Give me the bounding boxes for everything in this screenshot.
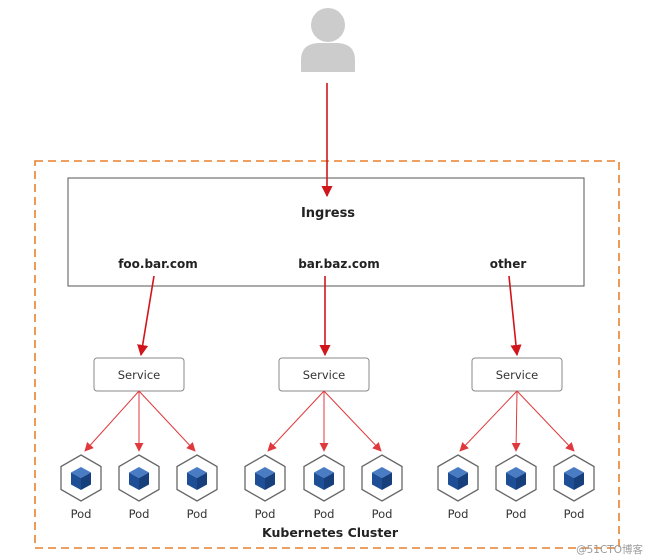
ingress-rule-foo-bar-com: foo.bar.com	[118, 257, 198, 271]
pod-cube-icon	[244, 454, 286, 502]
pod-2-3: Pod	[361, 454, 403, 521]
pod-cube-icon	[118, 454, 160, 502]
pod-label: Pod	[372, 507, 393, 521]
pod-label: Pod	[187, 507, 208, 521]
service-2-pod-arrows	[267, 390, 382, 452]
ingress-rule-other: other	[490, 257, 527, 271]
pod-cube-icon	[553, 454, 595, 502]
pod-3-3: Pod	[553, 454, 595, 521]
pod-3-1: Pod	[437, 454, 479, 521]
service-1-pod-arrows	[84, 390, 196, 452]
pod-label: Pod	[314, 507, 335, 521]
pod-1-1: Pod	[60, 454, 102, 521]
service-box-2: Service	[278, 357, 370, 392]
pod-label: Pod	[564, 507, 585, 521]
pod-cube-icon	[437, 454, 479, 502]
pod-label: Pod	[506, 507, 527, 521]
rule-to-service-arrow-3	[508, 275, 522, 357]
service-label-1: Service	[118, 368, 161, 382]
user-icon	[301, 8, 355, 72]
watermark: @51CTO博客	[576, 543, 643, 556]
pod-label: Pod	[129, 507, 150, 521]
pod-cube-icon	[303, 454, 345, 502]
pod-label: Pod	[71, 507, 92, 521]
service-label-2: Service	[303, 368, 346, 382]
pod-cube-icon	[176, 454, 218, 502]
pod-label: Pod	[448, 507, 469, 521]
pod-1-3: Pod	[176, 454, 218, 521]
service-box-3: Service	[471, 357, 563, 392]
ingress-rule-bar-baz-com: bar.baz.com	[298, 257, 380, 271]
pod-cube-icon	[60, 454, 102, 502]
pod-1-2: Pod	[118, 454, 160, 521]
service-label-3: Service	[496, 368, 539, 382]
ingress-title: Ingress	[301, 206, 355, 221]
pod-3-2: Pod	[495, 454, 537, 521]
pod-2-2: Pod	[303, 454, 345, 521]
cluster-label: Kubernetes Cluster	[262, 525, 399, 540]
pod-label: Pod	[255, 507, 276, 521]
pod-2-1: Pod	[244, 454, 286, 521]
service-3-pod-arrows	[459, 390, 575, 452]
pod-cube-icon	[361, 454, 403, 502]
rule-to-service-arrow-1	[137, 275, 155, 357]
pod-cube-icon	[495, 454, 537, 502]
service-box-1: Service	[93, 357, 185, 392]
